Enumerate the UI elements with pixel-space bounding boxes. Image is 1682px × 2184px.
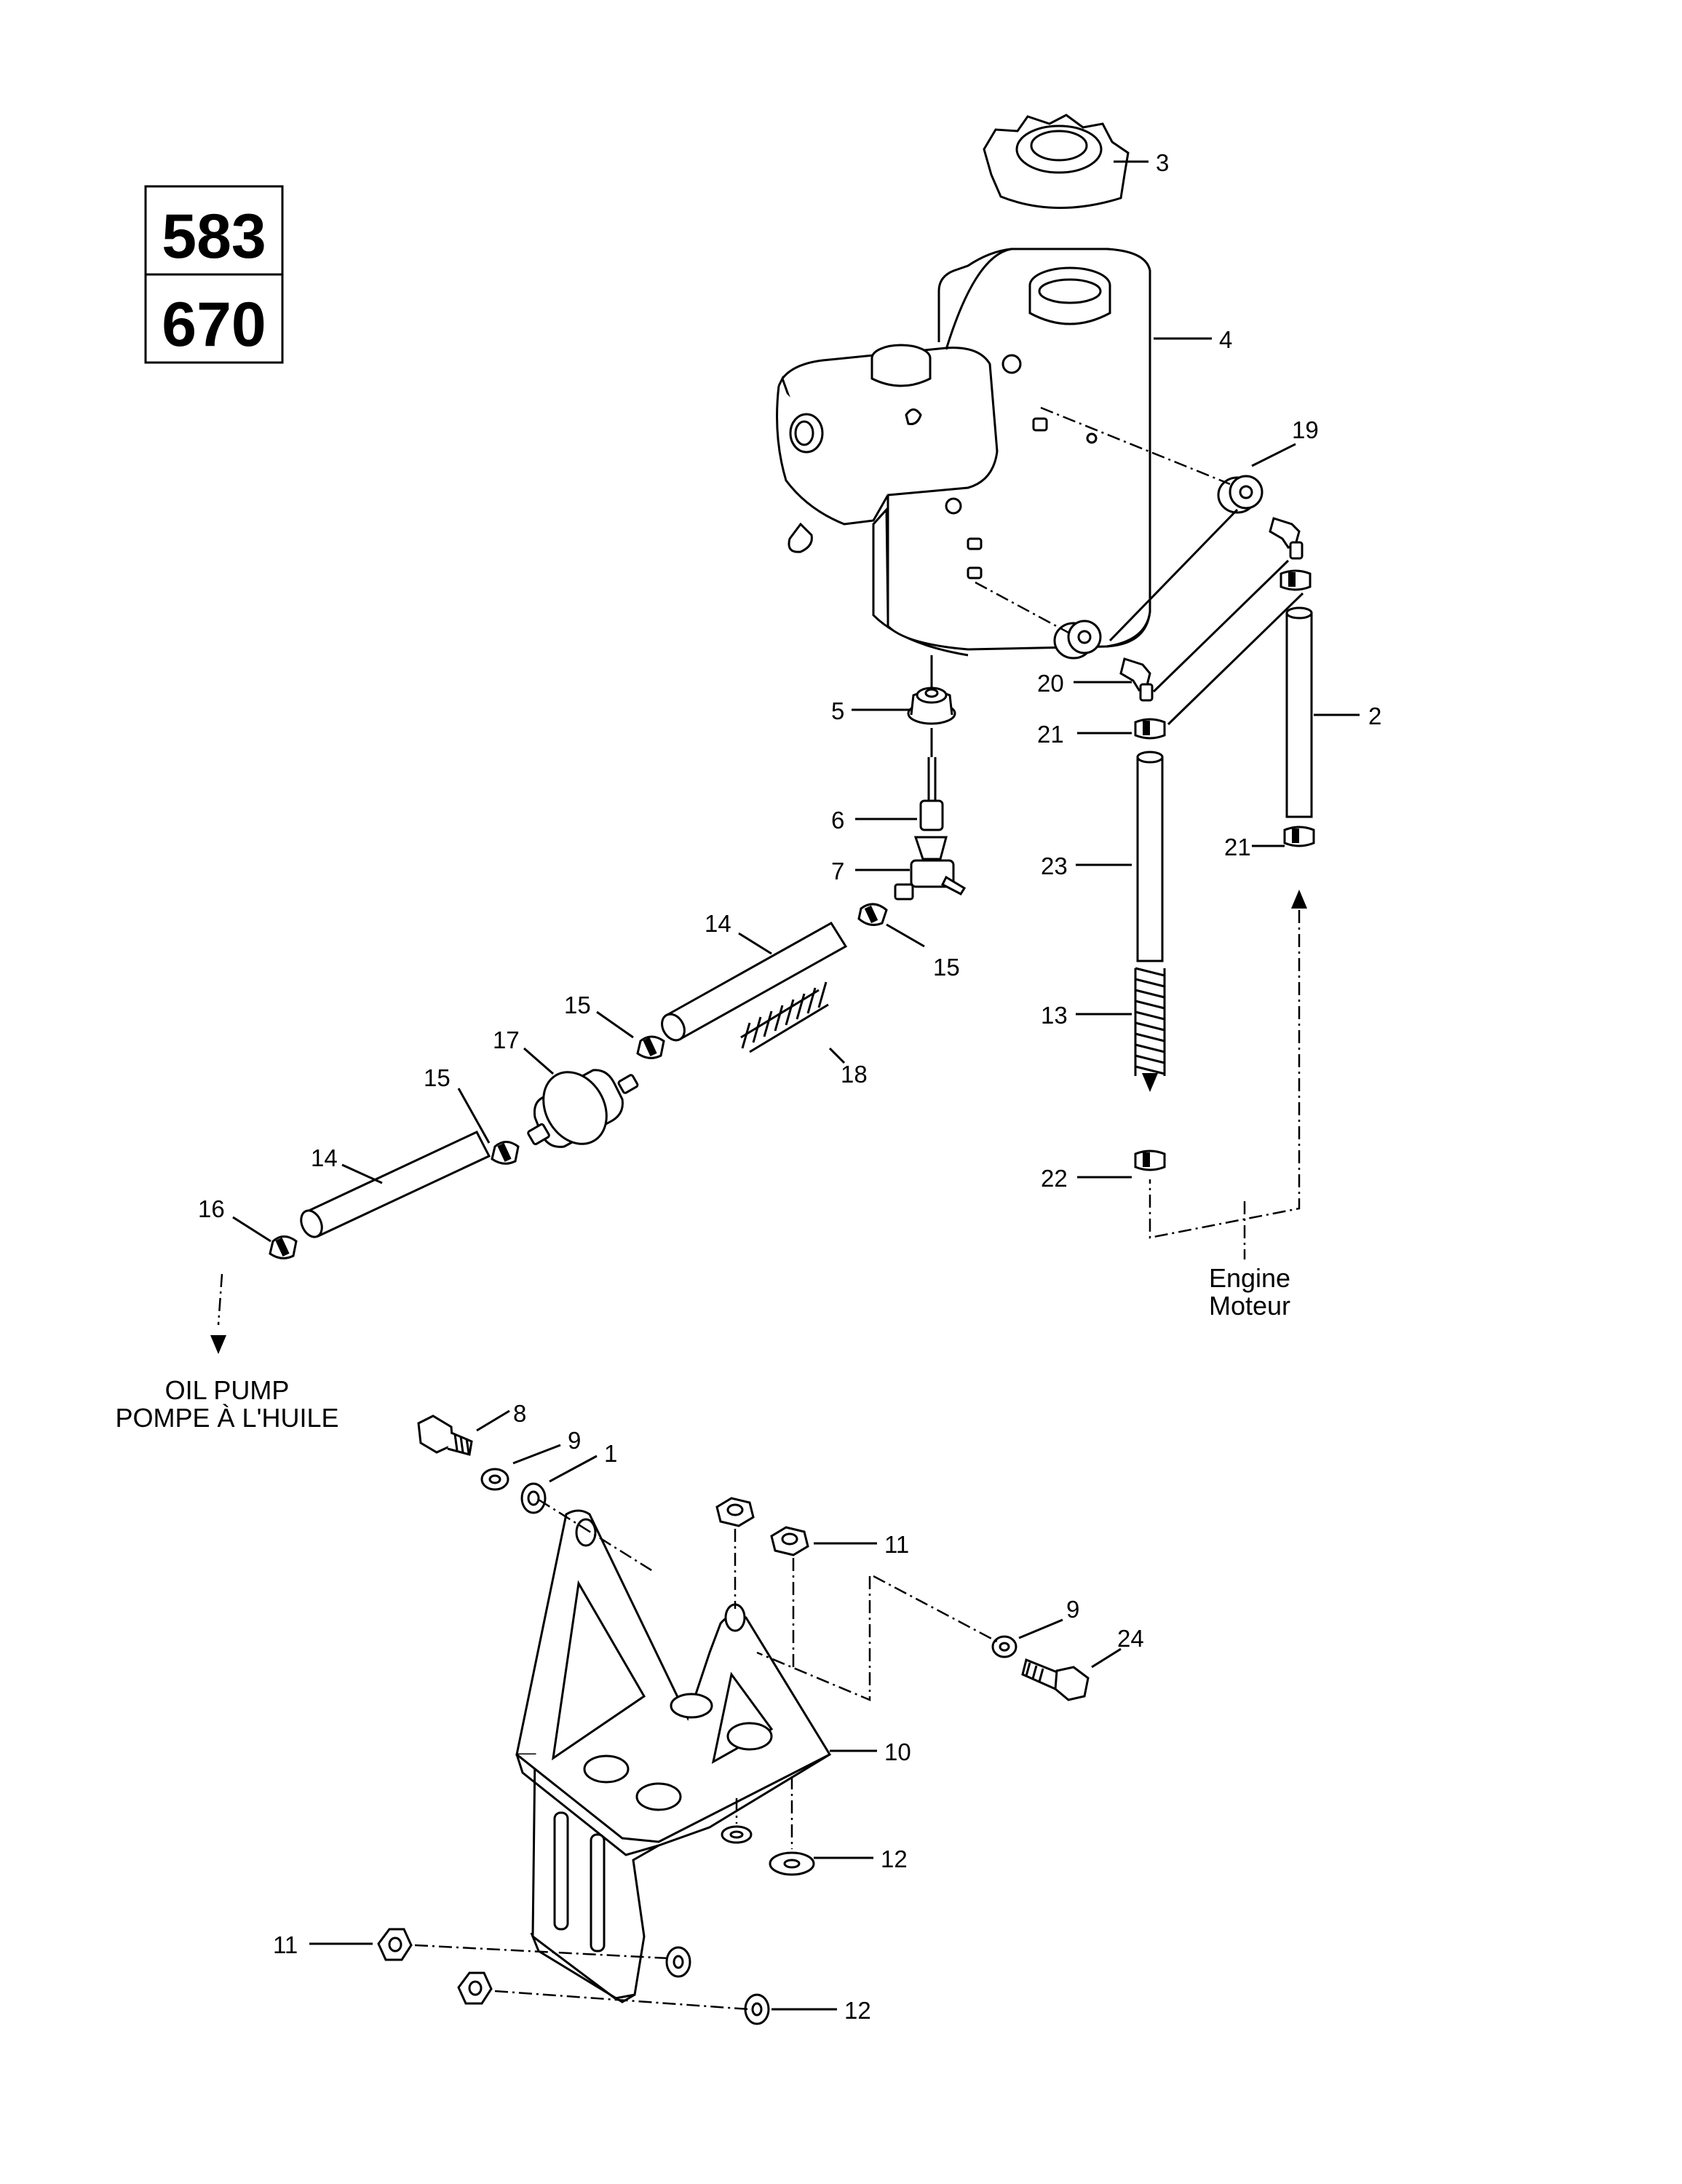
part-number-label: 4: [1219, 326, 1232, 353]
elbow-fitting: [1119, 657, 1154, 702]
part-number-label: 3: [1156, 149, 1169, 176]
part-number-label: 23: [1041, 852, 1068, 879]
part-number-label: 7: [831, 858, 844, 885]
bolt: [417, 1415, 473, 1456]
washer: [769, 1851, 815, 1876]
washer: [520, 1482, 547, 1514]
assembly-line: [217, 406, 1301, 1326]
nut: [457, 1971, 493, 2005]
model-box: 583 670: [144, 185, 284, 364]
oil-filter: [527, 1069, 639, 1148]
hose-clamp: [269, 1235, 298, 1259]
part-number-label: 15: [933, 954, 960, 981]
part-number-label: 1: [604, 1440, 617, 1467]
arrow-up-icon: [1291, 890, 1307, 909]
washer: [721, 1825, 753, 1844]
oil-line-spring: [740, 981, 829, 1053]
part-number-label: 12: [881, 1845, 908, 1872]
oil-pump-label-fr: POMPE À L'HUILE: [116, 1403, 339, 1433]
tank-grommet: [907, 687, 956, 725]
nut: [377, 1928, 413, 1961]
leader-lines: [232, 160, 1360, 2011]
washer: [744, 1993, 770, 2025]
oil-reservoir: [776, 248, 1151, 657]
oil-hose: [1136, 751, 1164, 962]
assembly-line: [414, 1498, 998, 2011]
part-number-label: 21: [1037, 721, 1064, 748]
part-number-label: 10: [884, 1738, 911, 1765]
oil-line-hose: [300, 1131, 491, 1238]
nut: [715, 1497, 755, 1527]
washer: [665, 1946, 691, 1978]
engine-label-fr: Moteur: [1209, 1291, 1290, 1321]
hose-clamp: [1134, 1150, 1166, 1171]
part-number-label: 18: [841, 1061, 868, 1088]
part-number-label: 19: [1292, 416, 1319, 443]
outlet-fitting: [919, 757, 944, 831]
arrow-down-icon: [1142, 1073, 1158, 1092]
part-number-label: 20: [1037, 670, 1064, 697]
hose-clamp: [1134, 718, 1166, 740]
mounting-bracket: [515, 1509, 832, 2003]
shut-off-valve: [894, 836, 967, 901]
oil-pump-annotation: OIL PUMP POMPE À L'HUILE: [116, 1375, 339, 1433]
part-number-label: 14: [705, 910, 731, 937]
part-number-label: 11: [273, 1931, 298, 1958]
grommet: [1053, 620, 1102, 660]
oil-line-hose: [661, 921, 848, 1042]
hose-clamp: [857, 903, 888, 926]
oil-pump-label: OIL PUMP: [165, 1375, 290, 1405]
hose-clamp: [491, 1141, 520, 1165]
reservoir-cap: [983, 114, 1130, 209]
part-number-label: 11: [884, 1531, 909, 1558]
part-number-label: 15: [424, 1064, 451, 1091]
part-labels: 3 4 19 20 21 2 5 6 7 23 21 14 15 15 17 1…: [198, 149, 1381, 2024]
part-number-label: 21: [1224, 834, 1251, 860]
engine-annotation: Engine Moteur: [1209, 1263, 1290, 1321]
part-number-label: 14: [311, 1144, 338, 1171]
nut: [770, 1526, 809, 1556]
hose-spring: [1134, 967, 1166, 1076]
washer: [480, 1468, 509, 1491]
part-number-label: 16: [198, 1195, 225, 1222]
bolt: [1021, 1658, 1090, 1701]
part-number-label: 12: [844, 1997, 871, 2024]
part-number-label: 22: [1041, 1165, 1068, 1192]
model-number: 670: [162, 290, 266, 360]
part-number-label: 15: [564, 992, 591, 1018]
hose-clamp: [636, 1035, 665, 1059]
part-number-label: 9: [568, 1427, 581, 1454]
engine-label: Engine: [1209, 1263, 1290, 1293]
part-number-label: 5: [831, 697, 844, 724]
part-number-label: 13: [1041, 1002, 1068, 1029]
part-number-label: 6: [831, 807, 844, 834]
part-number-label: 8: [513, 1400, 526, 1427]
model-number: 583: [162, 202, 266, 272]
part-number-label: 17: [493, 1026, 520, 1053]
vent-hose: [1285, 606, 1313, 818]
arrow-down-icon: [210, 1335, 226, 1354]
part-number-label: 9: [1066, 1596, 1079, 1623]
part-number-label: 24: [1117, 1625, 1144, 1652]
hose-clamp: [1280, 569, 1312, 591]
hose-clamp: [1283, 826, 1315, 847]
part-number-label: 2: [1368, 703, 1381, 729]
washer: [991, 1635, 1017, 1658]
grommet: [1217, 475, 1264, 514]
assembly-line: [930, 508, 1304, 757]
elbow-fitting: [1269, 517, 1304, 560]
